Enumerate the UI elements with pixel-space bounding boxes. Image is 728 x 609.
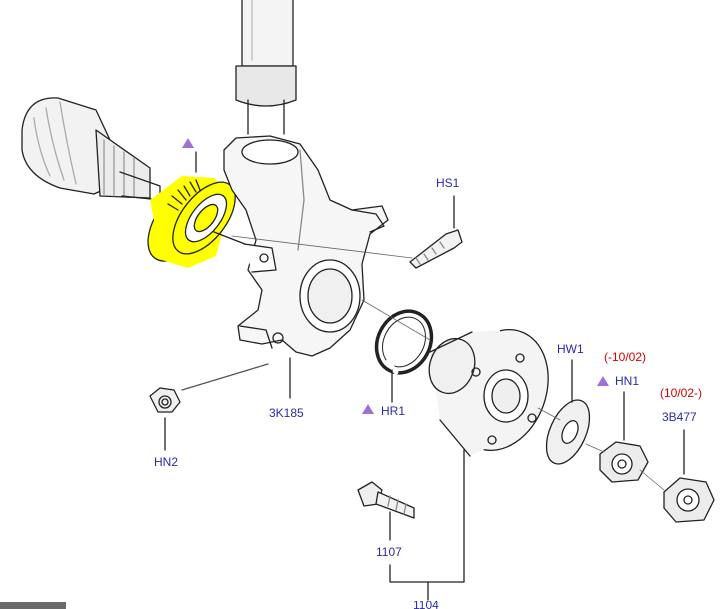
note-marker-icon: [362, 404, 374, 414]
wheel-hub[interactable]: [422, 316, 565, 583]
note-marker-icon: [182, 138, 194, 148]
date-range-3b477: (10/02-): [660, 386, 703, 400]
callout-hr1[interactable]: HR1: [381, 404, 406, 418]
nut-3b477[interactable]: [663, 429, 715, 523]
callout-3k185[interactable]: 3K185: [269, 406, 304, 420]
callout-hw1[interactable]: HW1: [557, 342, 584, 356]
strut-shaft: [235, 0, 297, 135]
date-range-hn1: (-10/02): [604, 350, 647, 364]
callout-1107[interactable]: 1107: [376, 545, 402, 559]
bolt-hs1[interactable]: [409, 195, 463, 269]
steering-knuckle: [223, 135, 389, 357]
drive-shaft: [21, 97, 161, 201]
callout-hs1[interactable]: HS1: [436, 176, 460, 190]
callout-hn2[interactable]: HN2: [154, 455, 179, 469]
hex-nut-hn2[interactable]: [149, 387, 181, 451]
wheel-bearing-highlighted[interactable]: [134, 166, 247, 274]
footer-tab: [0, 602, 66, 609]
washer-hw1[interactable]: [538, 359, 599, 470]
callout-1104[interactable]: 1104: [413, 601, 439, 609]
note-marker-icon: [597, 376, 609, 386]
circlip-hr1[interactable]: [366, 302, 442, 403]
nut-hn1[interactable]: [599, 391, 649, 483]
callout-hn1[interactable]: HN1: [615, 374, 640, 388]
callout-3b477[interactable]: 3B477: [662, 410, 697, 424]
wheel-stud[interactable]: [357, 481, 415, 541]
